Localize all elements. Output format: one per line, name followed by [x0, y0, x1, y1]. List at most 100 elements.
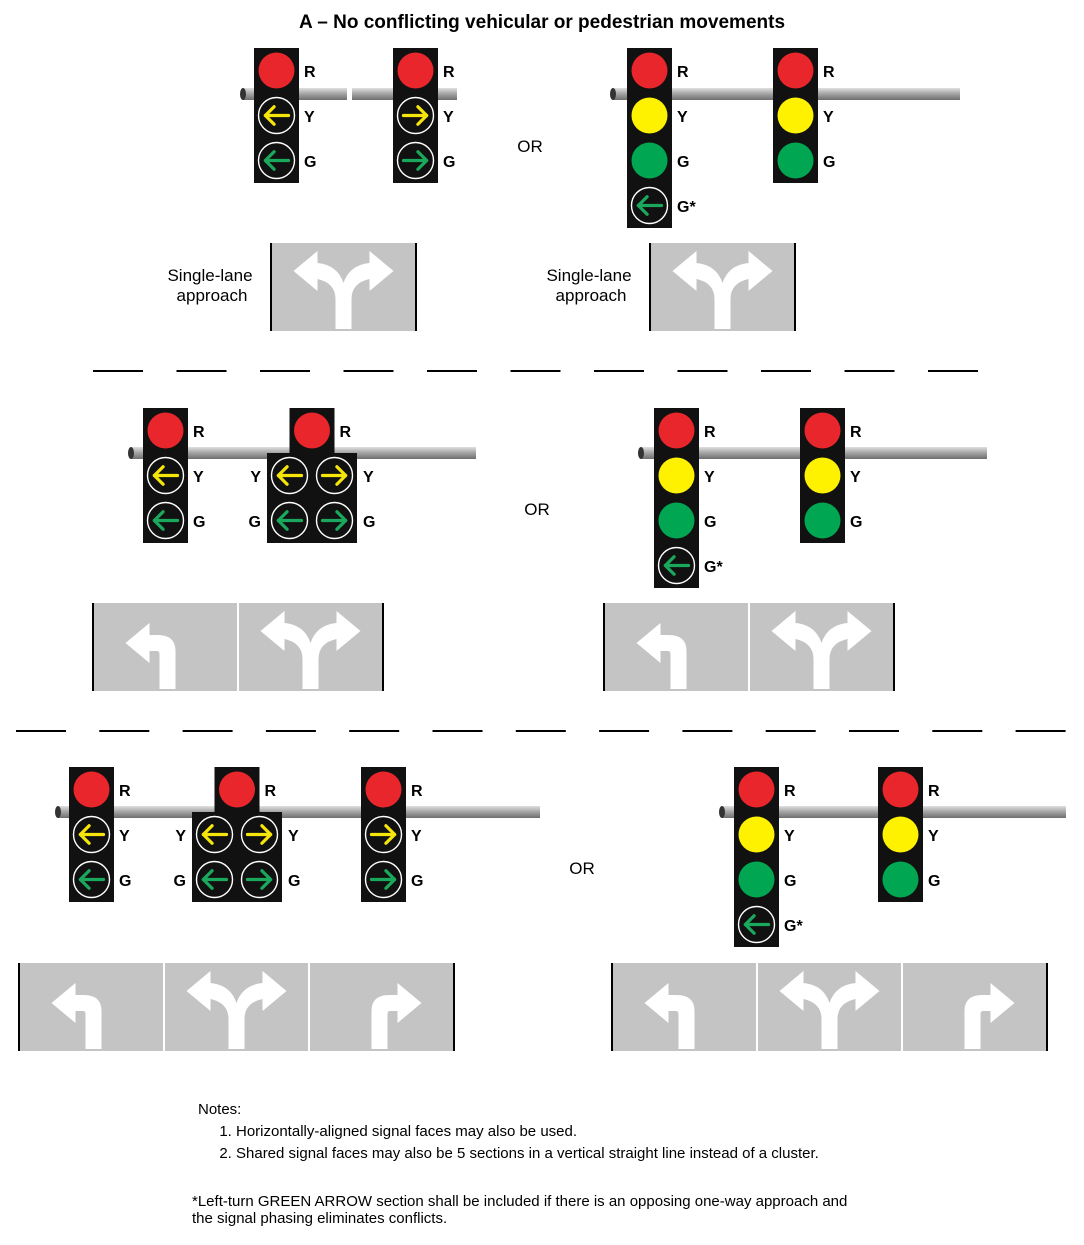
row2-left-pavement	[92, 603, 384, 691]
divider-1-5	[510, 370, 561, 372]
row3-left-pavement-edge-right	[453, 963, 455, 1051]
left-turn-arrow-icon	[51, 983, 102, 1049]
row2-through-head-right-sec-2	[800, 498, 845, 543]
row3-left-pavement-lane-line-2	[308, 963, 310, 1051]
green-arrow-left-icon	[152, 510, 180, 531]
pole-row3-left	[58, 806, 540, 818]
row1-through-head-right-sec-1	[773, 93, 818, 138]
row3-through-head-left-sec-2-lamp	[738, 861, 775, 898]
row1-through-head-left-label-2: G	[677, 154, 689, 171]
left-right-turn-arrow-icon	[672, 251, 773, 329]
row2-right-pavement-lane-line-1	[748, 603, 750, 691]
row3-left-turn-head-sec-0-lamp	[73, 771, 110, 808]
row3-right-pavement-edge-right	[1046, 963, 1048, 1051]
row2-through-head-right-sec-2-lamp	[804, 502, 841, 539]
row2-through-head-left-sec-0-lamp	[658, 412, 695, 449]
row2-through-head-right-label-1: Y	[850, 469, 861, 486]
row1-right-pavement-edge-left	[649, 243, 651, 331]
row3-right-pavement-lane-line-1	[756, 963, 758, 1051]
green-arrow-left-icon	[663, 555, 691, 576]
row1-through-head-left-label-3: G*	[677, 199, 696, 216]
row1-right-turn-head-sec-2-ring	[396, 141, 435, 180]
row2-shared-cluster-yr-ring	[315, 456, 354, 495]
row1-right-turn-head-label-0: R	[443, 64, 455, 81]
page-title: A – No conflicting vehicular or pedestri…	[298, 12, 786, 33]
row1-through-head-left-label-1: Y	[677, 109, 688, 126]
row3-shared-cluster-label-g-left: G	[174, 873, 186, 890]
row3-right-turn-head-sec-2	[361, 857, 406, 902]
row1-through-head-right-sec-2-lamp	[777, 142, 814, 179]
divider-1-6	[594, 370, 644, 372]
row1-or: OR	[517, 137, 543, 156]
row3-shared-cluster-label-y-left: Y	[175, 828, 186, 845]
row3-left-turn-head-sec-0	[69, 767, 114, 812]
divider-1-2	[260, 370, 310, 372]
row3-right-pavement-lane-line-2	[901, 963, 903, 1051]
left-right-turn-arrow-icon	[771, 611, 872, 689]
row3-right-turn-head-sec-1-ring	[364, 815, 403, 854]
row1-through-head-right-label-2: G	[823, 154, 835, 171]
divider-2-4	[349, 730, 400, 732]
divider-1-3	[343, 370, 394, 372]
row2-through-head-left-sec-3	[654, 543, 699, 588]
row3-shared-cluster-red-lamp	[219, 771, 255, 808]
pole-row3-left-end	[55, 806, 61, 818]
green-arrow-right-icon	[369, 869, 397, 890]
row3-right-pavement-edge-left	[611, 963, 613, 1051]
row1-right-approach-line2: approach	[556, 286, 627, 305]
row1-through-head-left-sec-3	[627, 183, 672, 228]
divider-2-2	[182, 730, 233, 732]
row1-left-approach-line2: approach	[177, 286, 248, 305]
row3-through-head-right-label-0: R	[928, 783, 940, 800]
right-turn-arrow-icon	[964, 983, 1015, 1049]
row3-through-head-right-sec-1-lamp	[882, 816, 919, 853]
divider-2-0	[16, 730, 66, 732]
row1-through-head-left-sec-2-lamp	[631, 142, 668, 179]
row3-shared-cluster-gr-ring	[240, 860, 279, 899]
note-item-1: Horizontally-aligned signal faces may al…	[236, 1121, 819, 1143]
row3-through-head-left-label-0: R	[784, 783, 796, 800]
row3-left-turn-head-sec-2	[69, 857, 114, 902]
row1-left-turn-head-sec-1	[254, 93, 299, 138]
row1-through-head-right-label-0: R	[823, 64, 835, 81]
yellow-arrow-right-icon	[369, 824, 397, 845]
green-arrow-left-icon	[201, 869, 229, 890]
row1-left-pavement-edge-right	[415, 243, 417, 331]
row3-or: OR	[569, 859, 595, 878]
row2-left-pavement-edge-left	[92, 603, 94, 691]
green-arrow-right-icon	[320, 510, 348, 531]
row2-shared-cluster-red-lamp	[294, 412, 330, 449]
row1-through-head-left-sec-0	[627, 48, 672, 93]
row2-shared-cluster-yl-ring	[270, 456, 309, 495]
yellow-arrow-left-icon	[78, 824, 106, 845]
row1-right-turn-head-sec-2	[393, 138, 438, 183]
row2-left-turn-head-label-0: R	[193, 424, 205, 441]
row3-shared-cluster-yl	[192, 812, 237, 857]
yellow-arrow-right-icon	[245, 824, 273, 845]
divider-1-9	[844, 370, 895, 372]
green-arrow-left-icon	[276, 510, 304, 531]
row3-shared-cluster-gr	[237, 857, 282, 902]
right-turn-arrow-icon	[371, 983, 422, 1049]
row1-left-pavement	[270, 243, 417, 331]
yellow-arrow-left-icon	[263, 105, 291, 126]
row1-right-approach-line1: Single-lane	[546, 266, 631, 285]
green-arrow-right-icon	[401, 150, 429, 171]
row2-through-head-left-sec-1-lamp	[658, 457, 695, 494]
row2-through-head-left-sec-0	[654, 408, 699, 453]
row2-left-turn-head-sec-1	[143, 453, 188, 498]
row1-through-head-left-sec-1-lamp	[631, 97, 668, 134]
left-right-turn-arrow-icon	[779, 971, 880, 1049]
row2-shared-cluster-label-y-right: Y	[363, 469, 374, 486]
row3-shared-cluster-yr	[237, 812, 282, 857]
row3-through-head-left-sec-3	[734, 902, 779, 947]
row2-left-turn-head-label-1: Y	[193, 469, 204, 486]
divider-2-7	[599, 730, 650, 732]
row1-left-turn-head-sec-0-lamp	[258, 52, 295, 89]
divider-1-7	[677, 370, 728, 372]
divider-2-6	[515, 730, 566, 732]
row2-through-head-left-label-0: R	[704, 424, 716, 441]
divider-1-10	[928, 370, 978, 372]
row3-right-turn-head-sec-0	[361, 767, 406, 812]
